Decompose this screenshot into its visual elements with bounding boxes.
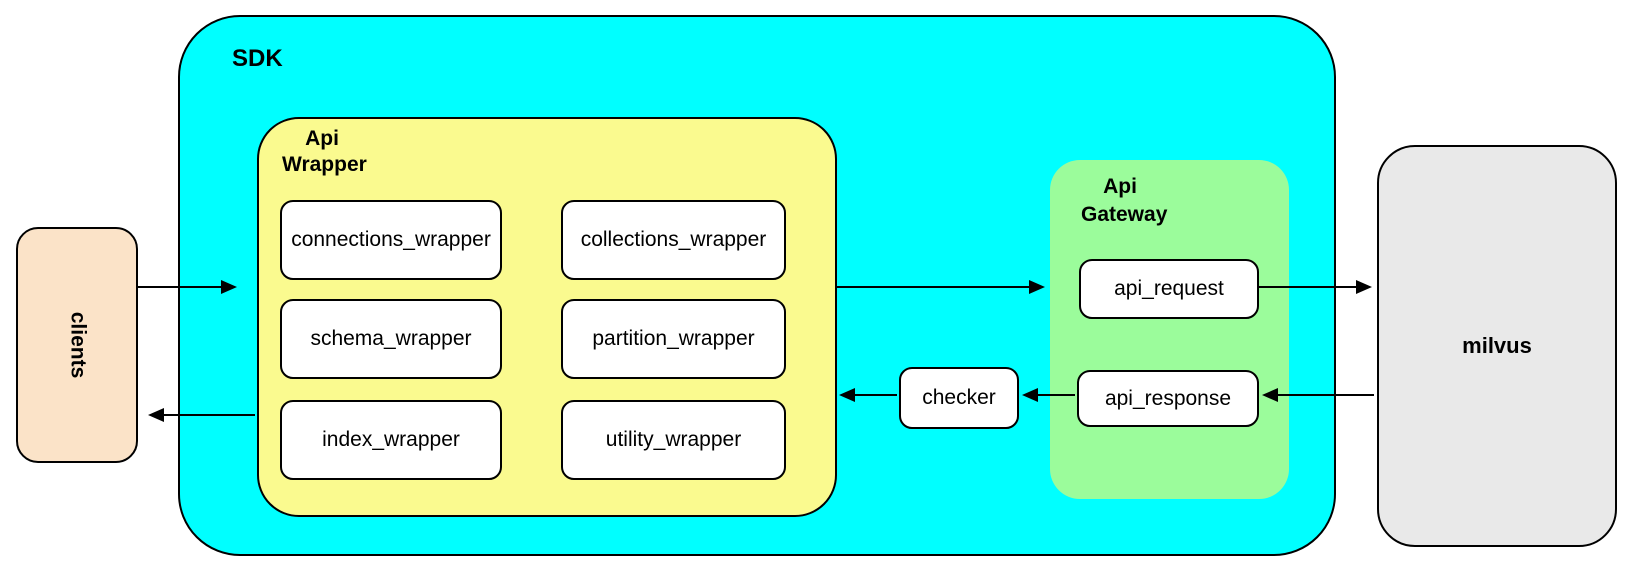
sdk-container: SDK Api Wrapper connections_wrapper coll… [178,15,1336,556]
arrow-line [847,394,897,396]
api-gateway-label: Api Gateway [1081,175,1168,226]
clients-node: clients [16,227,138,463]
clients-label: clients [66,311,89,379]
arrow-line [837,286,1037,288]
api-request-box: api_request [1079,259,1259,319]
arrowhead-right-icon [1029,280,1045,294]
checker-box: checker [899,367,1019,429]
schema-wrapper-box: schema_wrapper [280,299,502,379]
connections-wrapper-box: connections_wrapper [280,200,502,280]
arrow-api-wrapper-to-clients [148,408,255,422]
api-response-box: api_response [1077,370,1259,427]
arrowhead-right-icon [1356,280,1372,294]
arrowhead-right-icon [221,280,237,294]
arrow-line [156,414,255,416]
arrow-api-response-to-checker [1022,388,1075,402]
milvus-node: milvus [1377,145,1617,547]
arrow-line [138,286,229,288]
arrow-line [1257,286,1364,288]
index-wrapper-box: index_wrapper [280,400,502,480]
arrowhead-left-icon [839,388,855,402]
arrow-clients-to-api-wrapper [138,280,237,294]
arrow-api-wrapper-to-api-gateway [837,280,1045,294]
arrowhead-left-icon [1022,388,1038,402]
api-wrapper-container: Api Wrapper connections_wrapper collecti… [257,117,837,517]
arrowhead-left-icon [1262,388,1278,402]
arrow-line [1030,394,1075,396]
arrow-milvus-to-api-response [1262,388,1374,402]
api-wrapper-label: Api Wrapper [282,127,367,176]
sdk-label: SDK [232,45,283,72]
api-gateway-container: Api Gateway api_request api_response [1050,160,1289,499]
collections-wrapper-box: collections_wrapper [561,200,786,280]
arrowhead-left-icon [148,408,164,422]
arrow-line [1270,394,1374,396]
arrow-api-request-to-milvus [1257,280,1372,294]
utility-wrapper-box: utility_wrapper [561,400,786,480]
partition-wrapper-box: partition_wrapper [561,299,786,379]
arrow-checker-to-api-wrapper [839,388,897,402]
